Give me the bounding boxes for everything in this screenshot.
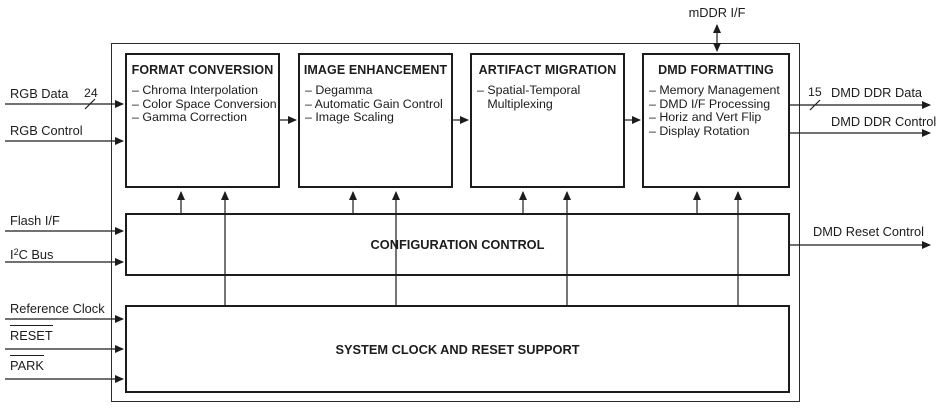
list-item: – Degamma [305, 83, 373, 97]
list-item: – Spatial-Temporal [477, 83, 581, 97]
reference-clock-label: Reference Clock [10, 301, 105, 316]
dmd-reset-control-label: DMD Reset Control [813, 224, 924, 239]
park-label: PARK [10, 355, 44, 373]
list-item: – Automatic Gain Control [305, 96, 443, 111]
list-item: – Image Scaling [305, 110, 394, 124]
dmd-formatting-block: DMD FORMATTING – Memory Management – DMD… [642, 53, 790, 188]
flash-if-label: Flash I/F [10, 213, 60, 228]
dmd-ddr-data-bus-width: 15 [808, 85, 822, 99]
artifact-migration-title: ARTIFACT MIGRATION [478, 63, 617, 77]
image-enhancement-title: IMAGE ENHANCEMENT [303, 63, 448, 77]
artifact-migration-block: ARTIFACT MIGRATION – Spatial-Temporal Mu… [470, 53, 625, 188]
rgb-data-bus-slash [84, 98, 96, 110]
list-item: – Gamma Correction [132, 110, 247, 124]
chip-outline-box [111, 43, 800, 402]
dmd-ddr-data-bus-slash [809, 99, 821, 111]
configuration-control-title: CONFIGURATION CONTROL [370, 237, 545, 252]
rgb-control-label: RGB Control [10, 123, 83, 138]
format-conversion-block: FORMAT CONVERSION – Chroma Interpolation… [125, 53, 280, 188]
list-item: – Color Space Conversion [132, 96, 277, 111]
rgb-data-label: RGB Data [10, 86, 69, 101]
artifact-migration-items: – Spatial-Temporal Multiplexing [472, 83, 623, 111]
i2c-bus-label: I2C Bus [10, 247, 54, 262]
rgb-data-bus-width: 24 [84, 86, 98, 100]
image-enhancement-block: IMAGE ENHANCEMENT – Degamma – Automatic … [298, 53, 453, 188]
i2c-superscript: 2 [13, 247, 19, 257]
system-clock-reset-title: SYSTEM CLOCK AND RESET SUPPORT [335, 341, 580, 357]
i2c-pre: I [10, 247, 14, 262]
dmd-ddr-control-label: DMD DDR Control [831, 114, 937, 129]
reset-label: RESET [10, 325, 53, 343]
format-conversion-items: – Chroma Interpolation – Color Space Con… [127, 83, 278, 125]
configuration-control-block: CONFIGURATION CONTROL [125, 213, 790, 276]
list-item: – Chroma Interpolation [132, 83, 259, 97]
dmd-formatting-items: – Memory Management – DMD I/F Processing… [644, 83, 788, 138]
dmd-formatting-title: DMD FORMATTING [658, 63, 774, 77]
dmd-ddr-data-label: DMD DDR Data [831, 85, 923, 100]
i2c-post: C Bus [18, 247, 54, 262]
system-clock-reset-block: SYSTEM CLOCK AND RESET SUPPORT [125, 305, 790, 393]
list-item: – DMD I/F Processing [649, 96, 771, 111]
image-enhancement-items: – Degamma – Automatic Gain Control – Ima… [300, 83, 451, 125]
list-item: – Display Rotation [649, 123, 750, 138]
list-item: – Horiz and Vert Flip [649, 110, 762, 124]
list-item: – Memory Management [649, 83, 780, 97]
format-conversion-title: FORMAT CONVERSION [131, 63, 274, 77]
list-item: Multiplexing [477, 96, 553, 111]
mddr-if-label: mDDR I/F [688, 5, 746, 20]
